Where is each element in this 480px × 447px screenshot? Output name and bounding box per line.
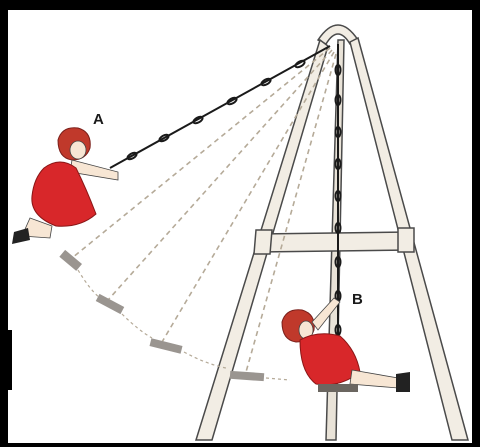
girl-b-shoe xyxy=(396,372,410,392)
ghost-chain-2 xyxy=(108,50,332,300)
girl-b xyxy=(282,298,410,392)
girl-b-seat xyxy=(318,384,358,392)
ghost-seat-2 xyxy=(96,294,124,314)
label-a: A xyxy=(93,111,104,128)
girl-a-shoe xyxy=(12,228,30,244)
ghost-seat-4 xyxy=(230,371,264,381)
left-edge-block xyxy=(0,330,12,390)
ghost-seat-3 xyxy=(150,338,183,354)
motion-arrow-4 xyxy=(266,378,290,380)
girl-a-face xyxy=(70,141,86,159)
label-b: B xyxy=(352,291,363,308)
top-edge-bar xyxy=(0,0,480,10)
frame-crossbar-joint-left xyxy=(254,230,272,254)
motion-arrow-2 xyxy=(122,314,152,338)
right-edge-bar xyxy=(472,0,480,447)
girl-a xyxy=(12,128,118,244)
motion-arrow-1 xyxy=(78,270,100,298)
motion-arrows xyxy=(78,270,290,380)
frame-crossbar-joint-right xyxy=(398,228,414,252)
